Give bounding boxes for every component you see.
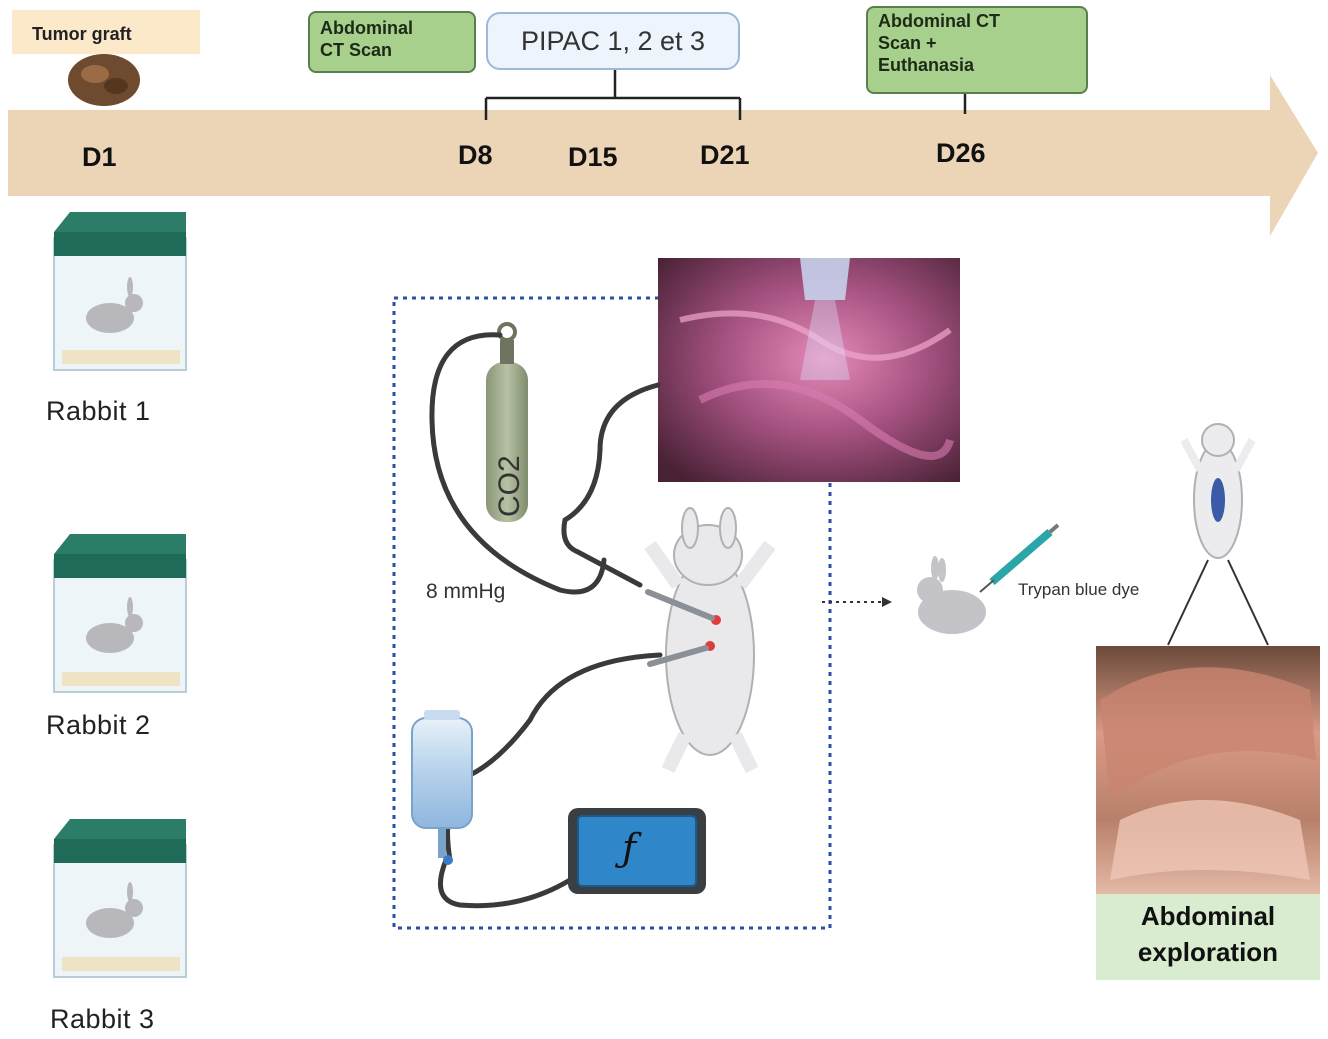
rabbit-2-label: Rabbit 2 xyxy=(46,710,151,740)
co2-label: CO2 xyxy=(493,455,526,517)
endoscopy-image xyxy=(658,258,960,482)
controller-symbol: ƒ xyxy=(622,826,637,870)
pipac-setup-frame xyxy=(392,296,832,930)
day-label-d15: D15 xyxy=(568,142,618,172)
day-label-d26: D26 xyxy=(936,138,986,168)
ct-scan-2-line-1: Abdominal CT xyxy=(878,11,1000,31)
cage-icon-1 xyxy=(53,212,187,371)
cage-icon-2 xyxy=(53,534,187,693)
rabbit-1-label: Rabbit 1 xyxy=(46,396,151,426)
tumor-graft-icon xyxy=(68,54,140,106)
abdominal-incision xyxy=(1211,478,1225,522)
rabbit-3-label: Rabbit 3 xyxy=(50,1004,155,1034)
syringe-icon xyxy=(979,523,1060,593)
ct-scan-1-line-2: CT Scan xyxy=(320,40,393,60)
ct-scan-box-1: Abdominal CT Scan xyxy=(308,11,476,73)
tumor-graft-text: Tumor graft xyxy=(32,24,132,44)
supine-rabbit-icon xyxy=(644,507,776,774)
ct-scan-2-line-3: Euthanasia xyxy=(878,55,975,75)
co2-tank-icon xyxy=(486,322,528,522)
pipac-bracket xyxy=(484,70,967,120)
rabbit-injection-icon xyxy=(917,556,986,634)
pressure-label: 8 mmHg xyxy=(426,580,506,603)
ct-scan-2-line-2: Scan + xyxy=(878,33,937,53)
day-label-d1: D1 xyxy=(82,142,117,172)
trocars xyxy=(645,589,715,667)
controller-device-icon xyxy=(568,808,706,894)
pipac-box: PIPAC 1, 2 et 3 xyxy=(486,12,740,70)
transition-arrow xyxy=(822,597,892,607)
trypan-blue-label: Trypan blue dye xyxy=(1018,580,1140,599)
abdominal-exploration-label: Abdominal exploration xyxy=(1096,894,1320,980)
exploration-line-1: Abdominal xyxy=(1140,901,1276,931)
abdominal-exploration-photo xyxy=(1096,646,1320,894)
iv-bag-icon xyxy=(411,710,473,865)
exploration-line-2: exploration xyxy=(1137,937,1279,967)
timeline-arrow xyxy=(8,75,1318,236)
cage-icon-3 xyxy=(53,819,187,978)
ct-scan-1-line-1: Abdominal xyxy=(320,18,413,38)
tumor-graft-label: Tumor graft xyxy=(12,10,200,54)
zoom-lines xyxy=(1167,559,1269,646)
pipac-text: PIPAC 1, 2 et 3 xyxy=(520,26,706,56)
day-label-d8: D8 xyxy=(458,140,493,170)
day-label-d21: D21 xyxy=(700,140,750,170)
ct-scan-box-2: Abdominal CT Scan + Euthanasia xyxy=(866,6,1088,94)
